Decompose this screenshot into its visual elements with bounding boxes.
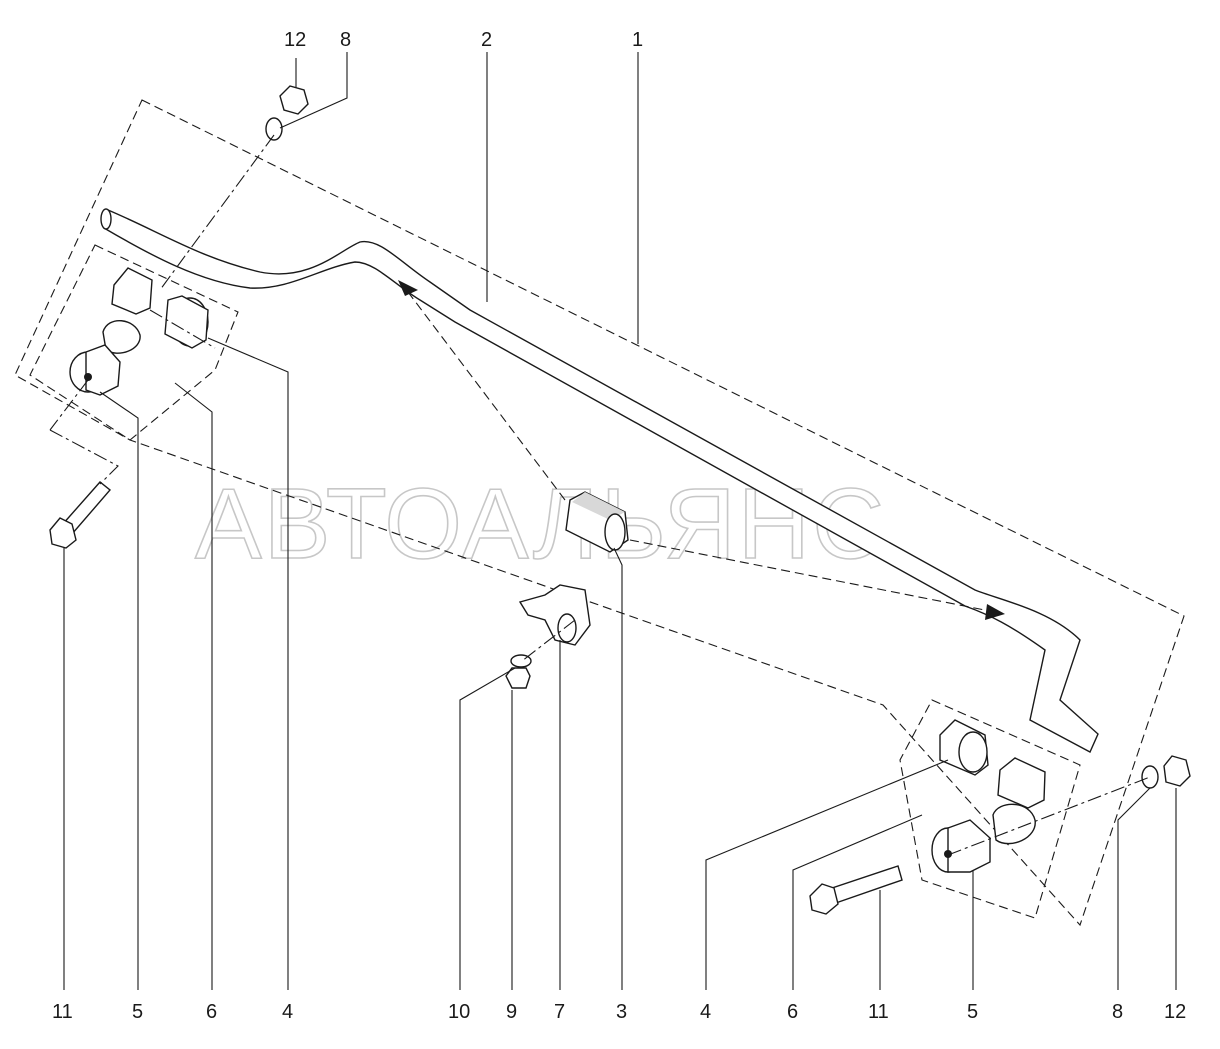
left-bushing-group <box>69 267 209 396</box>
top-left-washer <box>265 117 283 141</box>
axis-lines <box>49 134 1151 856</box>
center-nut <box>505 667 531 689</box>
leader-lines <box>63 52 1177 990</box>
left-bushing-group-outline <box>29 244 239 441</box>
callout-4-right: 4 <box>700 1001 711 1023</box>
callout-6-right: 6 <box>787 1001 798 1023</box>
callout-10: 10 <box>448 1001 470 1023</box>
callout-2: 2 <box>481 29 492 51</box>
callout-1: 1 <box>632 29 643 51</box>
callout-3: 3 <box>616 1001 627 1023</box>
callout-11-right: 11 <box>868 1001 889 1023</box>
callout-9: 9 <box>506 1001 517 1023</box>
callout-11-left: 11 <box>52 1001 73 1023</box>
right-bolt <box>809 865 903 915</box>
left-bolt <box>49 481 112 549</box>
stabilizer-bar <box>100 208 1099 753</box>
right-bushing-group <box>931 719 1046 873</box>
assembly-arrows <box>398 280 1005 620</box>
callout-8-top-left: 8 <box>340 29 351 51</box>
callout-4-left: 4 <box>282 1001 293 1023</box>
right-washer <box>1141 765 1159 789</box>
callout-5-left: 5 <box>132 1001 143 1023</box>
clamp-bracket <box>518 584 591 646</box>
callout-5-right: 5 <box>967 1001 978 1023</box>
callout-12-right: 12 <box>1164 1001 1186 1023</box>
callout-7: 7 <box>554 1001 565 1023</box>
center-bushing <box>565 491 629 553</box>
right-nut <box>1163 755 1191 787</box>
assembly-outline <box>14 99 1185 927</box>
callout-8-right: 8 <box>1112 1001 1123 1023</box>
top-left-nut <box>279 85 309 115</box>
callout-12-top-left: 12 <box>284 29 306 51</box>
right-bushing-group-outline <box>899 699 1081 919</box>
callout-6-left: 6 <box>206 1001 217 1023</box>
